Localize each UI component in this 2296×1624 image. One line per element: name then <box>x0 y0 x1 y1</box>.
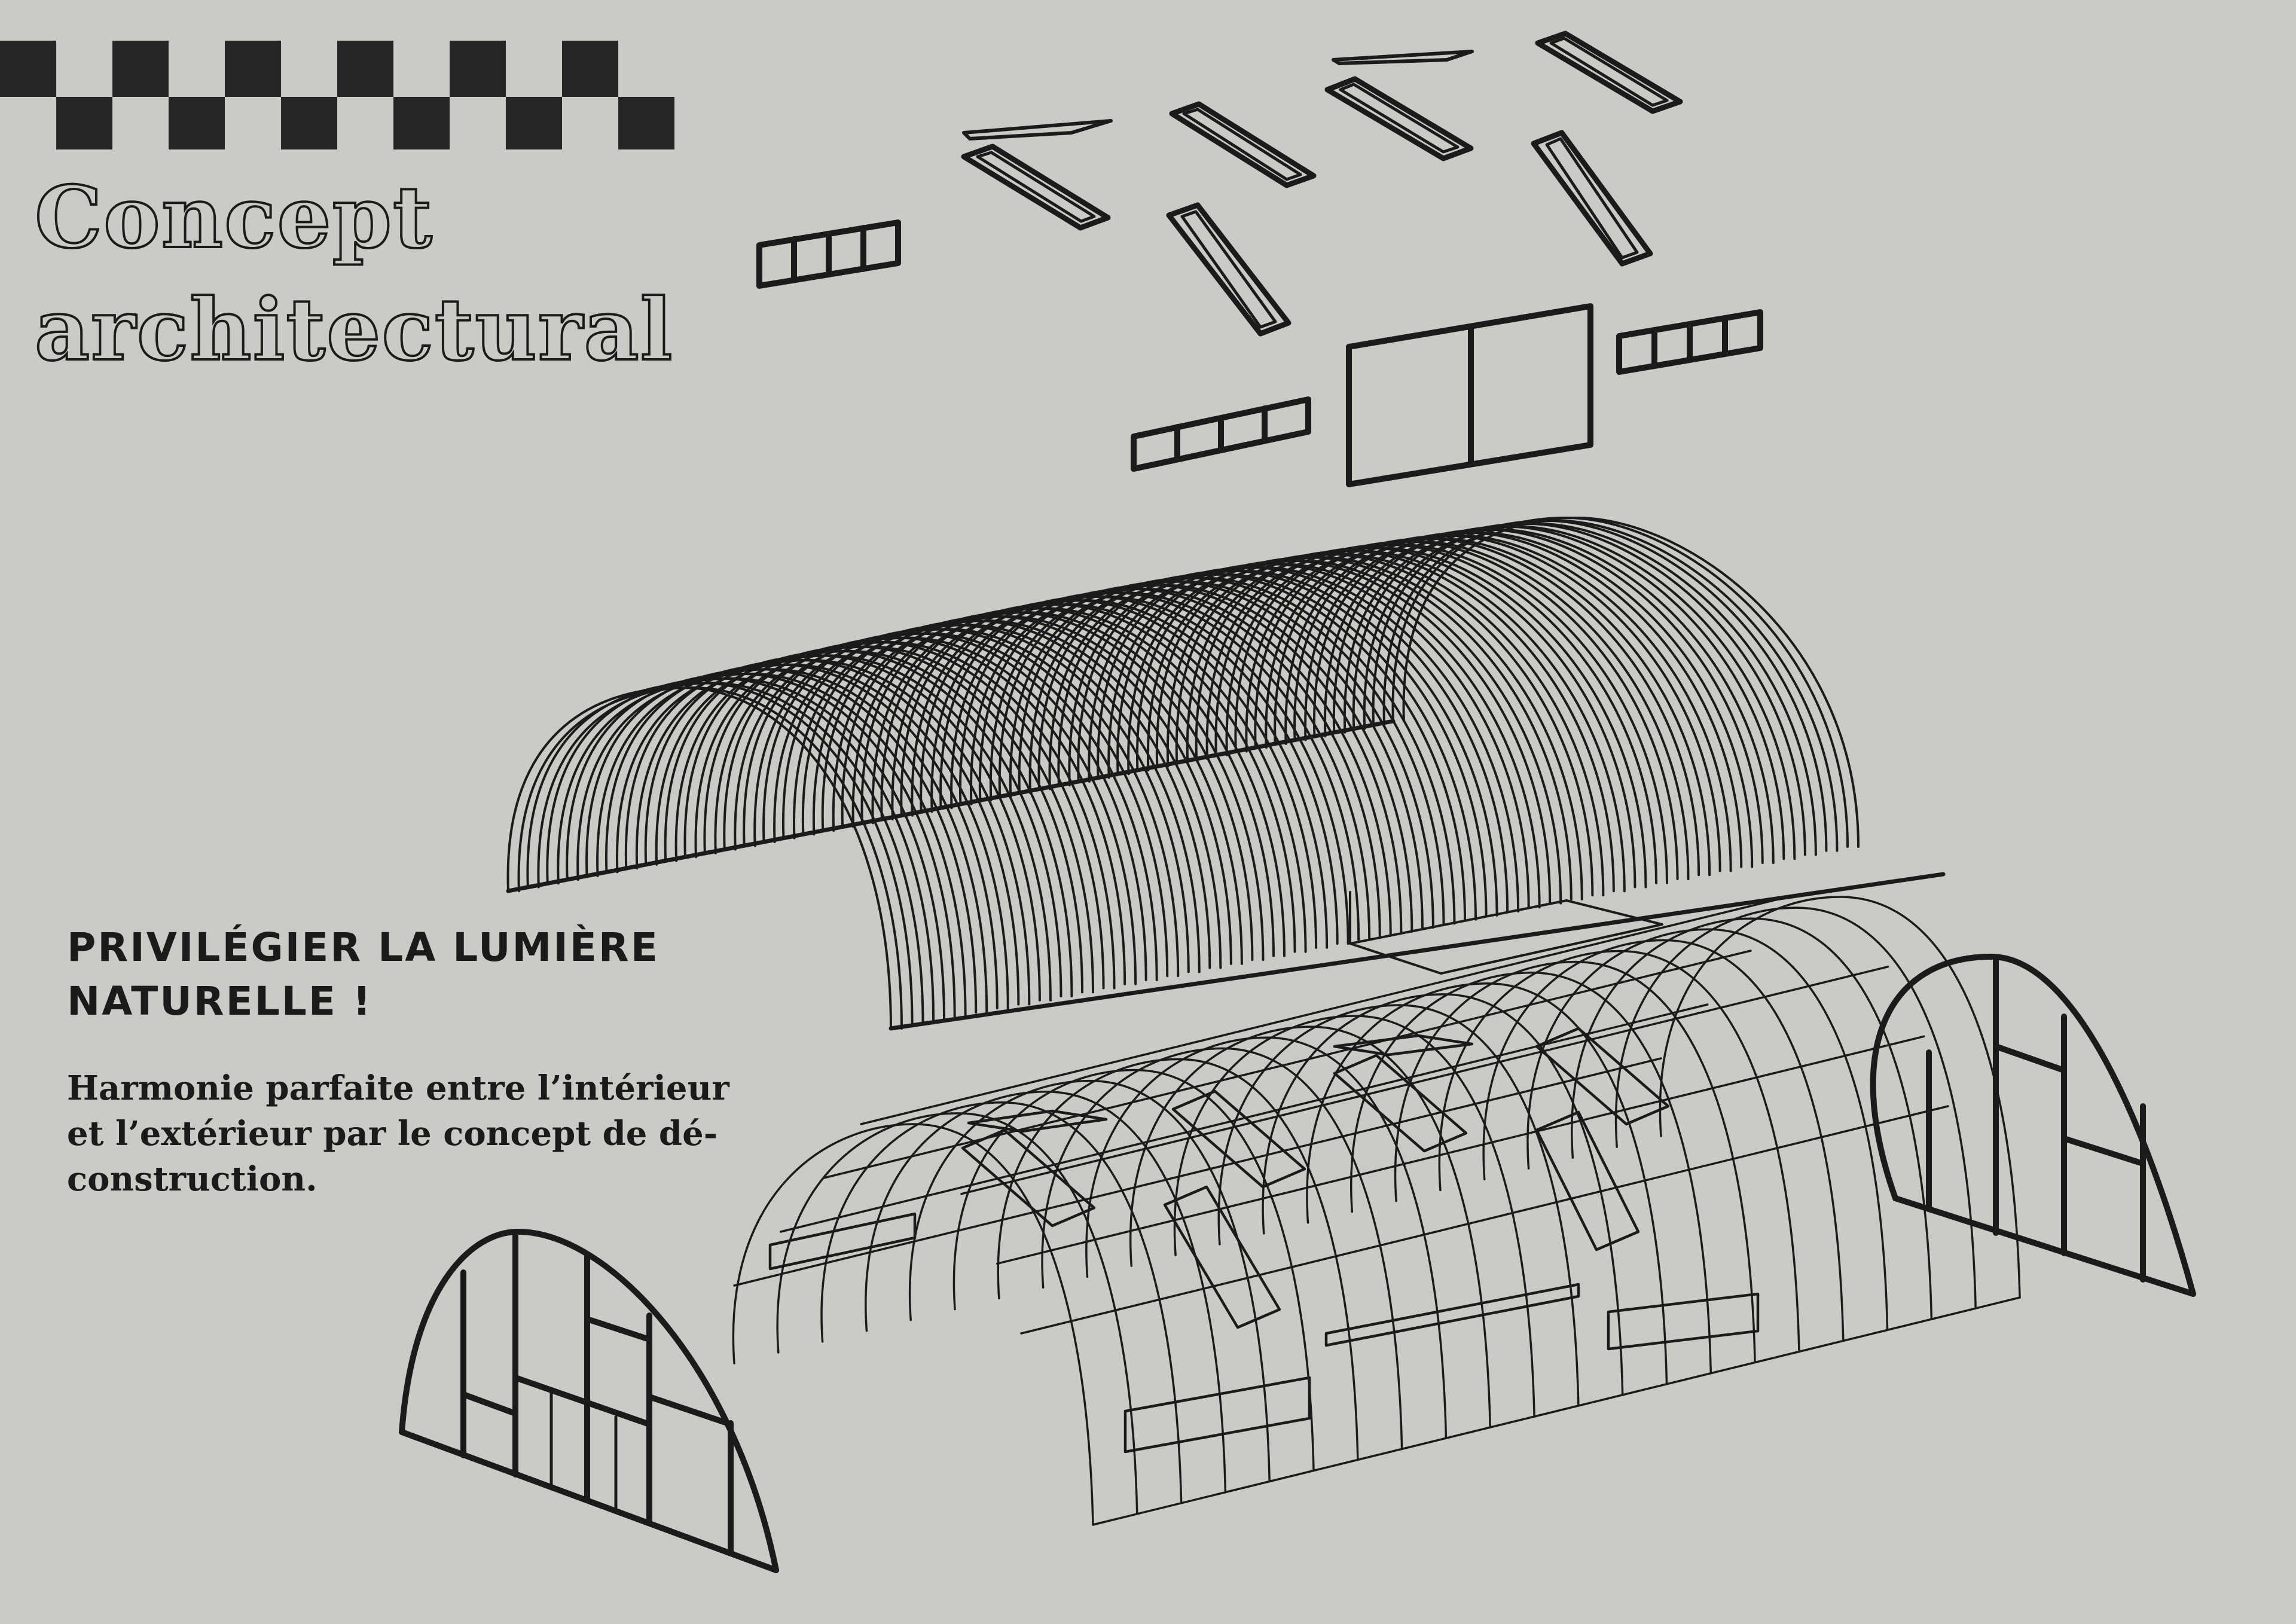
shell-purlin <box>960 965 1889 1195</box>
title-line-1: Concept <box>33 167 433 268</box>
arch-rib <box>734 636 1137 985</box>
shell-arch <box>1262 993 1624 1396</box>
shell-purlin <box>996 1035 1925 1265</box>
checker-square <box>506 97 562 149</box>
shell-arch <box>1526 928 1889 1332</box>
shell-arch <box>1394 960 1756 1364</box>
checker-square <box>112 41 169 97</box>
shell-arch <box>1571 917 1933 1320</box>
shell-arch <box>1129 1025 1492 1428</box>
shell-purlin <box>860 896 1789 1125</box>
arch-rib <box>596 668 988 1014</box>
shell-arch <box>909 1079 1271 1483</box>
window-strips <box>756 219 1763 487</box>
shell-purlin <box>733 1057 1662 1287</box>
shell-arch <box>1217 1004 1580 1407</box>
arch-rib <box>655 654 1052 1002</box>
shell-purlin <box>823 950 1752 1179</box>
checker-square <box>169 97 225 149</box>
left-end-wall <box>399 1229 779 1573</box>
ribbed-arch-structure <box>506 517 1860 1030</box>
arch-rib <box>674 649 1073 997</box>
checker-square <box>337 41 393 97</box>
shell-arch <box>776 1112 1138 1515</box>
shell-arch <box>1085 1036 1448 1439</box>
shell-base-line <box>1092 1296 2021 1526</box>
arch-rib <box>969 587 1392 937</box>
checker-square <box>56 97 112 149</box>
body-line-2: et l’extérieur par le concept de dé- <box>67 1114 718 1153</box>
shell-arch <box>1482 939 1845 1342</box>
arch-rib <box>557 677 946 1022</box>
checker-square <box>0 41 56 97</box>
arch-rib <box>851 611 1265 961</box>
shell-arch <box>952 1069 1315 1472</box>
page-title: Concept architectural <box>33 161 674 386</box>
shell-skylight-boxes <box>768 1027 1760 1454</box>
checker-square <box>450 41 506 97</box>
heading-line-2: NATURELLE ! <box>67 978 373 1024</box>
arch-rib <box>615 663 1009 1010</box>
checker-square <box>225 41 281 97</box>
body-line-3: construction. <box>67 1159 317 1199</box>
arch-rib <box>517 686 903 1030</box>
shell-arch <box>1041 1047 1403 1451</box>
arch-rib <box>576 672 967 1018</box>
arch-rib <box>1323 528 1775 865</box>
arch-rib <box>635 659 1031 1006</box>
skylight-frames <box>961 30 1683 337</box>
shell-arch <box>1614 906 1977 1309</box>
shell-purlin <box>1020 1105 1949 1335</box>
body-line-1: Harmonie parfaite entre l’intérieur <box>67 1069 729 1108</box>
arch-rib <box>694 645 1094 994</box>
shell-arch <box>732 1123 1094 1526</box>
shell-arch <box>1306 982 1668 1385</box>
rib-ground-lines <box>506 719 1946 1031</box>
arch-rib <box>714 641 1116 990</box>
arch-rib <box>950 591 1371 941</box>
heading-line-1: PRIVILÉGIER LA LUMIÈRE <box>67 924 660 970</box>
shell-arch <box>865 1090 1227 1494</box>
title-line-2: architectural <box>33 279 674 381</box>
arch-rib <box>832 615 1243 965</box>
arch-rib <box>753 632 1158 981</box>
shell-arch <box>997 1058 1359 1461</box>
right-end-wall <box>1870 954 2196 1297</box>
arch-rib <box>773 628 1180 978</box>
arch-rib <box>1402 517 1860 848</box>
shell-arch <box>820 1101 1183 1504</box>
arch-rib <box>911 599 1329 949</box>
checker-square <box>281 97 337 149</box>
shell-arch <box>1173 1015 1535 1418</box>
arch-rib <box>930 595 1349 945</box>
checkered-banner <box>0 41 674 149</box>
arch-rib <box>812 619 1222 969</box>
checker-square <box>393 97 450 149</box>
section-heading: PRIVILÉGIER LA LUMIÈRE NATURELLE ! <box>67 921 660 1028</box>
arch-rib <box>871 607 1286 957</box>
arch-rib <box>891 603 1307 953</box>
arch-rib <box>1382 519 1839 852</box>
section-body: Harmonie parfaite entre l’intérieur et l… <box>67 1066 729 1202</box>
checker-square <box>618 97 674 149</box>
arch-rib <box>537 682 924 1026</box>
arch-rib <box>1343 525 1796 860</box>
shell-structure <box>732 896 2021 1526</box>
arch-rib <box>1363 522 1817 856</box>
arch-rib <box>792 624 1201 973</box>
shell-arch <box>1350 971 1712 1375</box>
checker-square <box>562 41 618 97</box>
shell-arch <box>1438 950 1800 1353</box>
